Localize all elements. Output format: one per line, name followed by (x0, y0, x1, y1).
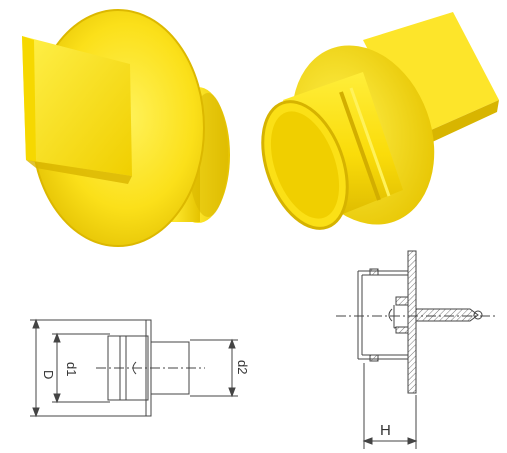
yellow-plug-photo-front (22, 9, 230, 247)
side-section-drawing: H (336, 250, 496, 449)
label-D: D (41, 370, 56, 379)
label-d2: d2 (235, 360, 250, 374)
label-d1: d1 (64, 362, 79, 376)
yellow-plug-photo-rear (261, 12, 499, 230)
label-H: H (380, 422, 391, 439)
front-dimension-drawing: D d1 d2 (30, 318, 250, 418)
